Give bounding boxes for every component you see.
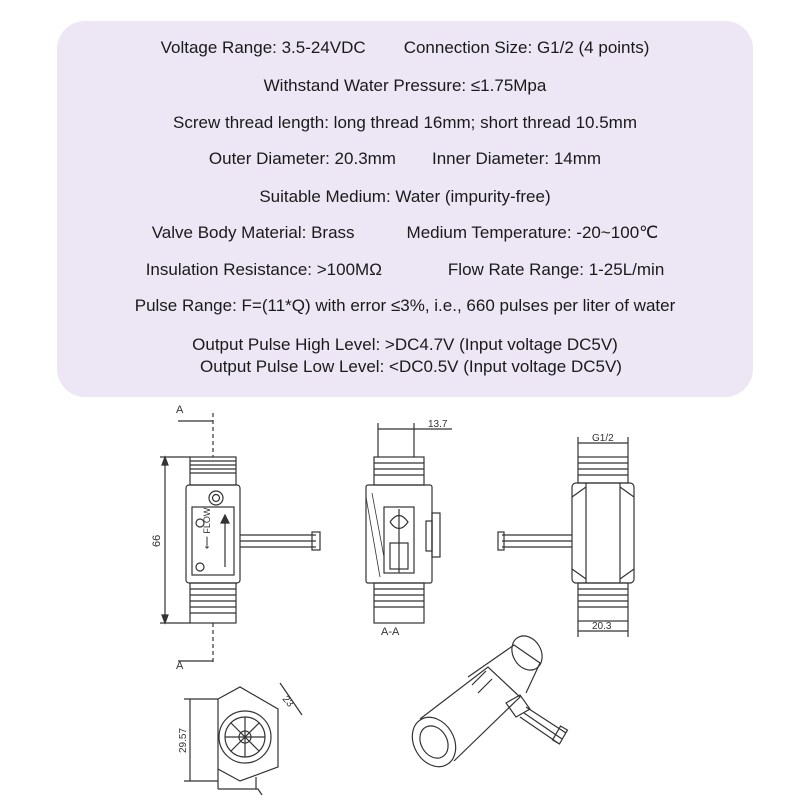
insulation-resistance: Insulation Resistance: >100MΩ — [145, 260, 382, 279]
connection-size: Connection Size: G1/2 (4 points) — [403, 38, 650, 57]
section-label: A-A — [381, 626, 400, 638]
flow-rate-range: Flow Rate Range: 1-25L/min — [447, 260, 665, 279]
end-view: 23 29.57 — [178, 682, 303, 796]
spec-row-7: Insulation Resistance: >100MΩ Flow Rate R… — [57, 260, 753, 280]
technical-drawings: A ⟵ FLOW — [0, 397, 800, 800]
side-view: G1/2 20.3 — [497, 433, 635, 637]
spec-panel: Voltage Range: 3.5-24VDC Connection Size:… — [57, 21, 753, 397]
section-view: 13.7 A-A — [365, 419, 452, 638]
output-high: Output Pulse High Level: >DC4.7V (Input … — [192, 335, 618, 354]
svg-text:⟵ FLOW: ⟵ FLOW — [202, 507, 212, 549]
pulse-range: Pulse Range: F=(11*Q) with error ≤3%, i.… — [134, 296, 676, 315]
outer-diameter: Outer Diameter: 20.3mm — [208, 149, 396, 168]
end-height-dim: 29.57 — [178, 728, 189, 753]
voltage-range: Voltage Range: 3.5-24VDC — [160, 38, 366, 57]
spec-row-4: Outer Diameter: 20.3mm Inner Diameter: 14… — [57, 149, 753, 169]
suitable-medium: Suitable Medium: Water (impurity-free) — [259, 187, 551, 206]
screw-thread: Screw thread length: long thread 16mm; s… — [173, 113, 637, 132]
spec-row-1: Voltage Range: 3.5-24VDC Connection Size:… — [57, 38, 753, 58]
section-mark-bottom: A — [176, 660, 184, 672]
output-low: Output Pulse Low Level: <DC0.5V (Input v… — [200, 357, 622, 376]
body-material: Valve Body Material: Brass — [151, 223, 355, 242]
height-dim: 66 — [151, 535, 163, 547]
front-view: A ⟵ FLOW — [151, 404, 321, 672]
withstand-pressure: Withstand Water Pressure: ≤1.75Mpa — [263, 76, 547, 95]
spec-row-6: Valve Body Material: Brass Medium Tempera… — [57, 223, 753, 243]
thread-label: G1/2 — [592, 433, 614, 444]
width-dim-side: 13.7 — [428, 419, 448, 430]
inner-diameter: Inner Diameter: 14mm — [431, 149, 602, 168]
outer-dim: 20.3 — [592, 621, 612, 632]
diag-dim: 23 — [280, 694, 296, 710]
medium-temperature: Medium Temperature: -20~100℃ — [406, 223, 659, 242]
section-mark-top: A — [176, 404, 184, 416]
iso-view — [411, 635, 569, 768]
